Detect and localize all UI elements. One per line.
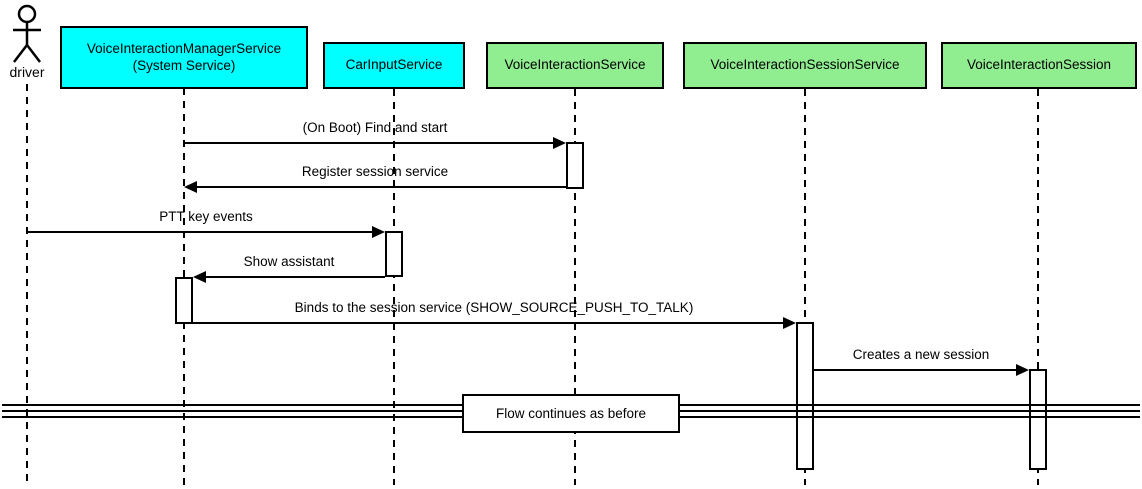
message-line-register-session-service (197, 186, 566, 188)
participant-car-input-service: CarInputService (323, 42, 465, 89)
arrowhead-right-icon (1016, 364, 1029, 376)
message-label-register-session-service: Register session service (301, 164, 449, 179)
lifeline-voice-interaction-session (1037, 89, 1039, 485)
lifeline-voice-interaction-session-service (804, 89, 806, 485)
message-line-show-assistant (206, 276, 385, 278)
message-label-ptt-key-events: PTT key events (159, 209, 253, 224)
message-line-on-boot-find-and-start (184, 142, 554, 144)
message-label-creates-a-new-session: Creates a new session (852, 347, 990, 362)
participant-voice-interaction-session-service: VoiceInteractionSessionService (683, 42, 927, 89)
message-label-binds-to-session-service: Binds to the session service (SHOW_SOURC… (294, 300, 694, 315)
actor-person-icon (13, 4, 41, 63)
activation-voice-interaction-manager-service (175, 277, 193, 324)
message-label-show-assistant: Show assistant (243, 254, 335, 269)
arrowhead-left-icon (184, 181, 197, 193)
arrowhead-right-icon (783, 317, 796, 329)
participant-voice-interaction-session: VoiceInteractionSession (941, 42, 1137, 89)
activation-car-input-service (385, 231, 403, 277)
divider-label-box: Flow continues as before (462, 394, 680, 433)
arrowhead-right-icon (553, 137, 566, 149)
participant-voice-interaction-manager-service: VoiceInteractionManagerService (System S… (60, 26, 308, 89)
divider-label: Flow continues as before (495, 406, 647, 421)
lifeline-voice-interaction-service (574, 89, 576, 485)
activation-voice-interaction-session-service (796, 322, 814, 470)
lifeline-car-input-service (393, 89, 395, 485)
message-line-ptt-key-events (27, 231, 373, 233)
arrowhead-right-icon (372, 226, 385, 238)
message-line-creates-a-new-session (814, 369, 1017, 371)
participant-voice-interaction-service: VoiceInteractionService (486, 42, 664, 89)
message-line-binds-to-session-service (193, 322, 784, 324)
arrowhead-left-icon (193, 271, 206, 283)
lifeline-driver (26, 84, 28, 485)
activation-voice-interaction-service (566, 142, 584, 189)
message-label-on-boot-find-and-start: (On Boot) Find and start (302, 120, 448, 135)
actor-label: driver (9, 64, 45, 80)
activation-voice-interaction-session (1029, 369, 1047, 470)
